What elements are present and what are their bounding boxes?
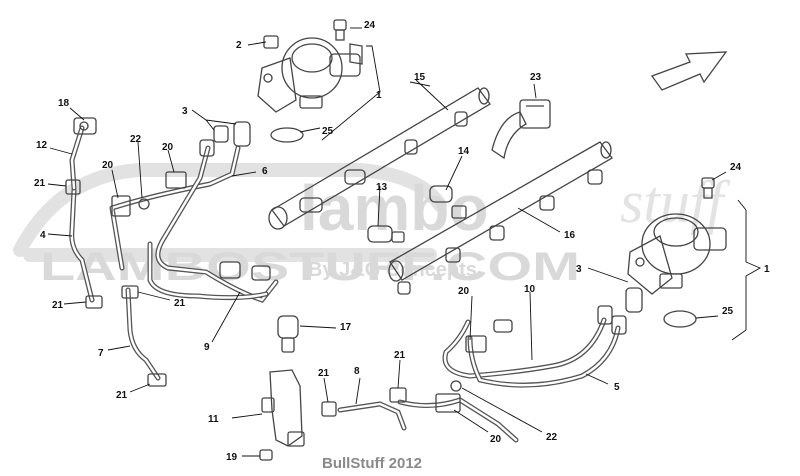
high-pressure-pump-right [627, 213, 727, 295]
connector-9 [219, 261, 241, 279]
fuel-rail-upper [268, 87, 491, 230]
callout-15: 15 [414, 72, 426, 83]
mounting-bracket-11 [261, 369, 305, 447]
fitting-18 [73, 117, 97, 135]
callout-23: 23 [530, 72, 542, 83]
callout-18: 18 [58, 98, 70, 109]
clip-21-d [147, 373, 167, 387]
o-ring-25-top [270, 127, 304, 143]
fuel-line-8 [337, 401, 407, 431]
bracket-20-a [111, 195, 131, 217]
callout-25-right: 25 [722, 306, 734, 317]
callout-21-d: 21 [116, 390, 128, 401]
bracket-20-d [435, 393, 461, 413]
screw-22-b [450, 380, 462, 392]
bracket-20-c [465, 335, 487, 353]
callout-14: 14 [458, 146, 470, 157]
bolt-24-right [701, 177, 715, 199]
callout-10: 10 [524, 284, 536, 295]
watermark-url: LAMBOSTUFF.COM [40, 245, 580, 289]
fuel-line-9 [147, 241, 269, 301]
callout-21-b: 21 [52, 300, 64, 311]
fuel-line-12 [69, 125, 85, 191]
pressure-sensor-17 [277, 315, 299, 353]
fuel-rail-lower [388, 141, 613, 295]
connector-3-right [597, 287, 643, 335]
callout-3-left: 3 [182, 106, 188, 117]
callout-6: 6 [262, 166, 268, 177]
connector-10 [493, 319, 513, 333]
screw-22-a [138, 198, 150, 210]
screw-19 [259, 449, 273, 461]
callout-16: 16 [564, 230, 576, 241]
callout-22-b: 22 [546, 432, 558, 443]
callout-5: 5 [614, 382, 620, 393]
callout-17: 17 [340, 322, 352, 333]
bolt-24-top [333, 19, 347, 41]
callout-21-e: 21 [318, 368, 330, 379]
high-pressure-pump-top [257, 37, 363, 113]
fuel-line-main [109, 145, 241, 271]
image-caption: BullStuff 2012 [322, 455, 422, 472]
connector-3-left [199, 121, 251, 157]
sensor-14 [429, 185, 467, 219]
callout-24-right: 24 [730, 162, 742, 173]
bracket-20-b [165, 171, 187, 189]
connector-9b [251, 265, 271, 281]
direction-arrow-icon [650, 51, 728, 91]
callout-20-b: 20 [162, 142, 174, 153]
watermark: lambo stuff LAMBOSTUFF.COM By J&G Concep… [13, 163, 731, 289]
fuel-line-5 [467, 325, 621, 388]
fuel-line-10 [442, 317, 607, 379]
callout-24-top: 24 [364, 20, 376, 31]
callout-22-a: 22 [130, 134, 142, 145]
callout-4: 4 [40, 230, 46, 241]
callout-3-right: 3 [576, 264, 582, 275]
clip-21-e [389, 387, 407, 403]
callout-20-d: 20 [490, 434, 502, 445]
callout-21-c: 21 [174, 298, 186, 309]
seal-2-icon [263, 35, 279, 49]
callout-21-a: 21 [34, 178, 46, 189]
callout-1-top: 1 [376, 90, 382, 101]
callout-20-a: 20 [102, 160, 114, 171]
fuel-line-4 [69, 187, 95, 303]
clip-21-f [321, 401, 337, 417]
callout-2: 2 [236, 40, 242, 51]
callout-12: 12 [36, 140, 48, 151]
clip-21-a [65, 179, 81, 195]
pressure-sensor-13 [367, 225, 405, 243]
callout-8: 8 [354, 366, 360, 377]
watermark-byline: By J&G Concepts [308, 259, 477, 281]
callout-1-right: 1 [764, 264, 770, 275]
watermark-logo-main: lambo [300, 172, 488, 244]
callout-labels: 1 1 2 3 3 4 5 6 7 8 9 10 11 12 13 14 15 … [34, 20, 770, 463]
sensor-23 [491, 99, 551, 160]
callout-7: 7 [98, 348, 104, 359]
callout-13: 13 [376, 182, 388, 193]
callout-11: 11 [208, 414, 219, 425]
callout-20-c: 20 [458, 286, 470, 297]
callout-9: 9 [204, 342, 210, 353]
leader-lines [47, 27, 762, 457]
callout-19: 19 [226, 452, 238, 463]
o-ring-25-right [663, 310, 697, 328]
callout-25-top: 25 [322, 126, 334, 137]
callout-21-f: 21 [394, 350, 406, 361]
fuel-line-7 [125, 287, 161, 381]
